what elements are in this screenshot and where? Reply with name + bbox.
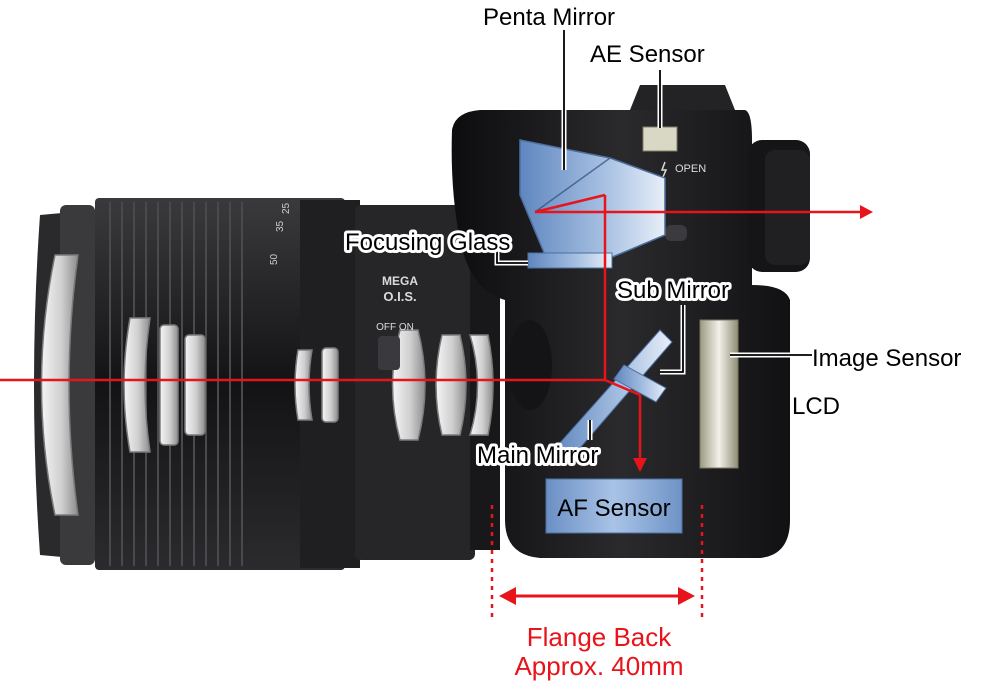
af-sensor-label: AF Sensor	[557, 495, 670, 522]
main-mirror-label: Main Mirror	[477, 442, 598, 469]
flange-back-label: Flange Back	[527, 622, 673, 652]
viewfinder-arrow-icon	[860, 205, 873, 219]
focusing-glass-label-halo: Focusing Glass	[345, 229, 510, 256]
ae-sensor-label: AE Sensor	[590, 41, 705, 68]
mega-mark: MEGA	[382, 274, 418, 288]
ois-mark: O.I.S.	[383, 289, 416, 304]
callout-leaders	[494, 30, 812, 440]
af-sensor-shape	[545, 478, 683, 534]
sub-mirror-leader	[660, 305, 684, 373]
sub-mirror-label-halo: Sub Mirror	[617, 277, 729, 304]
image-sensor-label: Image Sensor	[812, 345, 961, 372]
off-on-mark: OFF ON	[376, 322, 414, 333]
ae-sensor-shape	[642, 126, 678, 152]
flash-icon	[660, 161, 668, 178]
flange-left-arrow-icon	[499, 587, 516, 605]
flange-back-value: Approx. 40mm	[514, 651, 683, 681]
focusing-glass-leader	[496, 250, 528, 264]
focal-50-mark: 50	[269, 253, 280, 265]
sub-mirror-label: Sub Mirror	[617, 277, 729, 304]
af-arrow-icon	[633, 458, 647, 472]
body-markings: MEGA O.I.S. OFF ON 50 35 25 OPEN	[269, 161, 706, 370]
main-mirror-label-halo: Main Mirror	[477, 442, 598, 469]
flange-back-dimension	[490, 505, 704, 620]
lens-elements	[40, 254, 494, 516]
component-labels: Penta Mirror AE Sensor Focusing Glass Fo…	[342, 4, 961, 681]
image-sensor-shape	[699, 319, 739, 469]
sub-mirror-shape	[613, 364, 667, 403]
lcd-label: LCD	[792, 393, 840, 420]
flange-right-arrow-icon	[678, 587, 695, 605]
light-path	[0, 193, 873, 472]
flash-open-mark: OPEN	[675, 163, 706, 175]
ois-switch	[378, 336, 400, 370]
focusing-glass-shape	[527, 252, 613, 269]
focal-35-mark: 35	[275, 220, 286, 232]
focusing-glass-label: Focusing Glass	[345, 229, 510, 256]
penta-mirror-label: Penta Mirror	[483, 4, 615, 31]
focal-25-mark: 25	[281, 202, 292, 214]
